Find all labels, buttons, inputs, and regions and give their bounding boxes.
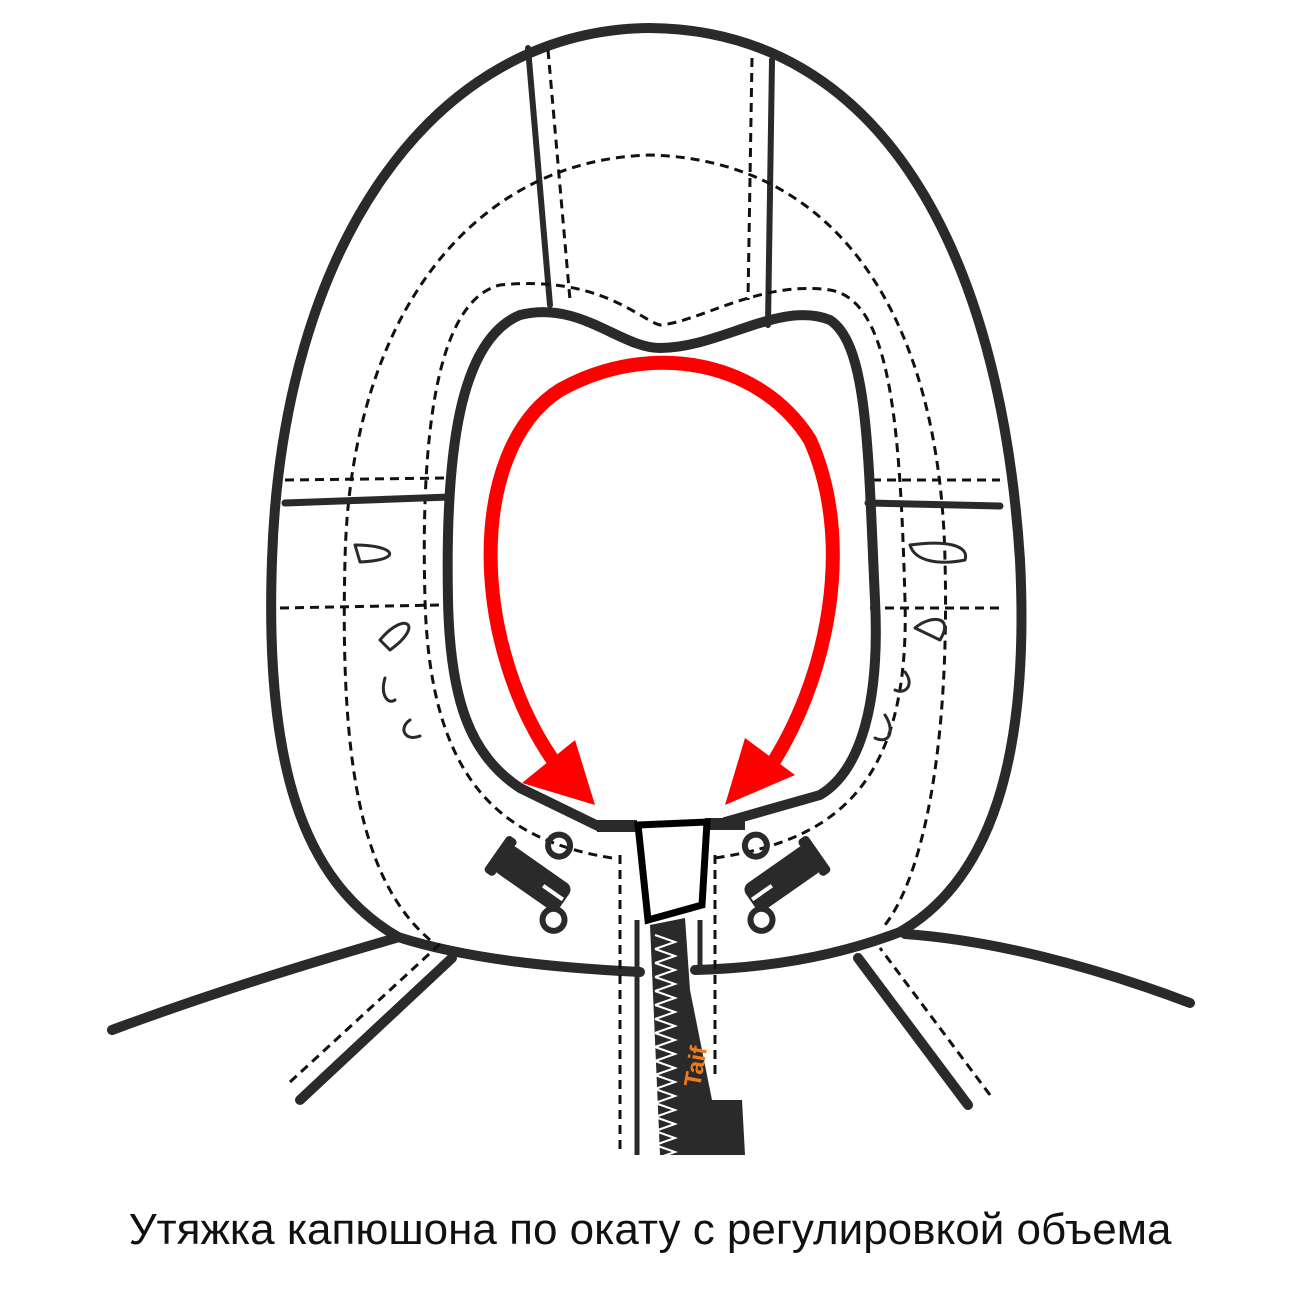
stitch-outer <box>342 153 947 942</box>
collar-left-stitch <box>288 942 442 1084</box>
zipper-tooth <box>654 1116 679 1132</box>
cord-lock-toggle-left <box>484 831 574 934</box>
zipper: Taif <box>618 818 745 1160</box>
neckline-right <box>690 927 905 975</box>
zipper-tooth <box>654 1144 679 1160</box>
elastic-loops-right <box>873 541 968 742</box>
hood-outline <box>266 23 1027 942</box>
zipper-tooth <box>654 976 679 992</box>
adjustment-arrow <box>483 355 840 805</box>
collar-right-stitch <box>878 947 992 1096</box>
zipper-tooth <box>654 948 679 964</box>
zipper-pull <box>634 818 711 925</box>
collar-left <box>295 953 457 1105</box>
zipper-tooth <box>654 1060 679 1076</box>
zipper-tooth <box>654 990 679 1006</box>
shoulder-left <box>107 933 401 1035</box>
panel-seam-left <box>525 45 553 308</box>
zipper-tooth <box>654 1004 679 1020</box>
stitch-inner <box>422 282 907 860</box>
zipper-tooth <box>654 934 679 950</box>
panel-seam-right <box>765 57 775 328</box>
side-seam-right <box>864 499 1004 510</box>
collar-right <box>853 953 973 1110</box>
zipper-tooth <box>654 1130 679 1146</box>
elastic-loops-left <box>353 543 422 739</box>
neckline-left <box>393 932 645 977</box>
zipper-tooth <box>654 1102 679 1118</box>
zipper-tooth <box>654 962 679 978</box>
zipper-tooth <box>654 1018 679 1034</box>
zipper-tooth <box>654 1088 679 1104</box>
shoulder-right <box>900 929 1195 1008</box>
side-seam-left <box>281 493 454 507</box>
cord-lock-toggle-right <box>741 831 831 934</box>
zipper-tooth <box>654 1046 679 1062</box>
zipper-tooth <box>654 1032 679 1048</box>
zipper-tooth <box>654 1074 679 1090</box>
face-opening <box>442 307 881 831</box>
caption: Утяжка капюшона по окату с регулировкой … <box>128 1205 1172 1254</box>
